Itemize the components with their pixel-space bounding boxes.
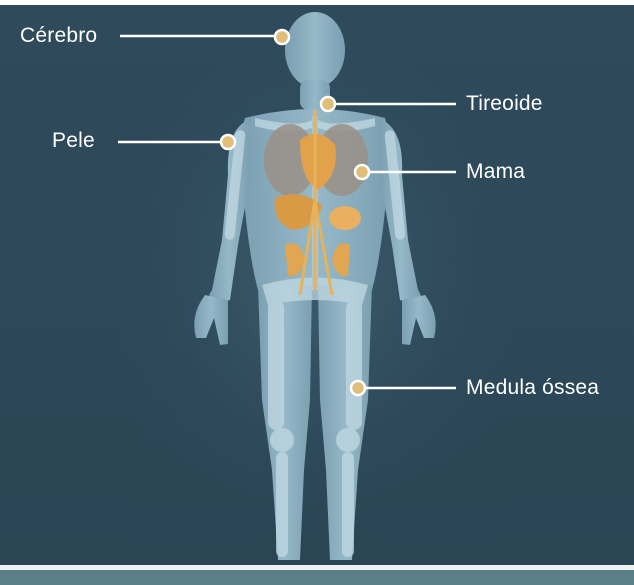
floor-line — [0, 565, 634, 570]
brain-label: Cérebro — [20, 25, 97, 46]
floor-strip — [0, 570, 634, 585]
skin-label: Pele — [52, 130, 95, 151]
thyroid-label: Tireoide — [466, 93, 543, 114]
thyroid-marker — [321, 97, 335, 111]
skin-marker — [221, 135, 235, 149]
bone-marrow-label: Medula óssea — [466, 377, 599, 398]
stomach — [329, 206, 361, 230]
bone-marrow-marker — [351, 381, 365, 395]
breast-label: Mama — [466, 161, 525, 182]
brain-marker — [275, 30, 289, 44]
breast-marker — [355, 165, 369, 179]
